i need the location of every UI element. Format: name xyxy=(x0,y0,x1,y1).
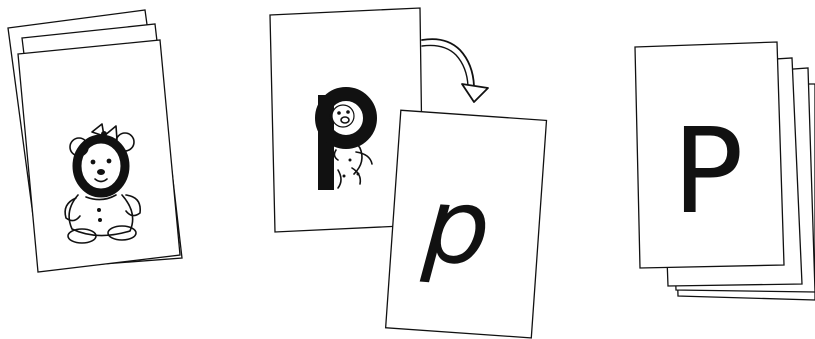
middle-front-card-letter: p xyxy=(419,163,494,289)
middle-front-card-group: p xyxy=(386,110,547,338)
curved-arrow-icon xyxy=(422,39,488,102)
left-card-stack xyxy=(8,10,182,272)
left-front-card xyxy=(18,40,180,272)
middle-card-stack: p xyxy=(270,8,546,338)
right-front-card-letter: P xyxy=(672,102,743,240)
right-card-stack: P xyxy=(635,42,815,300)
